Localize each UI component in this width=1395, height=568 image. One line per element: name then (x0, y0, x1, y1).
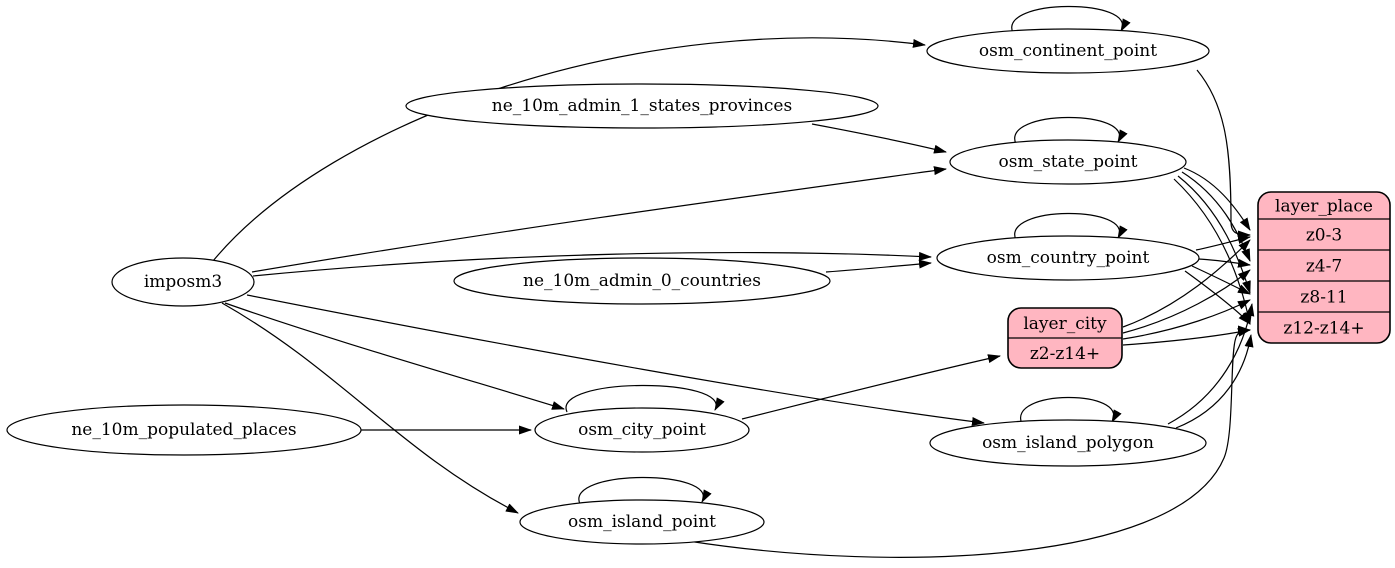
node-label-osm_state_point: osm_state_point (999, 152, 1138, 172)
node-shape-osm_island_point (519, 499, 765, 545)
node-label-ne_10m_populated_places: ne_10m_populated_places (71, 420, 296, 440)
edge-osm_country_point-to-layer_place:z0-3 (1195, 235, 1251, 251)
edge-osm_country_point-to-layer_place:z12-z14+ (1184, 270, 1251, 325)
node-shape-ne_10m_admin_0_countries (453, 257, 831, 305)
edge-osm_country_point-to-layer_place:z8-11 (1191, 265, 1251, 295)
edge-imposm3-to-osm_city_point (224, 302, 565, 410)
node-osm_island_point: osm_island_point (519, 499, 765, 545)
edge-osm_city_point-to-layer_city:z2-z14+ (741, 354, 1001, 420)
edge-imposm3-to-osm_state_point (251, 166, 947, 273)
node-shape-osm_country_point (936, 235, 1200, 281)
node-label-osm_continent_point: osm_continent_point (979, 41, 1157, 61)
node-osm_country_point: osm_country_point (936, 235, 1200, 281)
record-row-layer_place-z12-z14+: z12-z14+ (1283, 319, 1364, 339)
edge-layer_city:z2-z14+-to-layer_place:z8-11 (1122, 299, 1251, 340)
self-loop-osm_continent_point (1011, 5, 1131, 34)
self-loop-osm_island_point (578, 476, 712, 505)
edge-ne_10m_admin_0_countries-to-osm_country_point (825, 259, 932, 273)
edge-imposm3-to-osm_island_point (221, 302, 519, 514)
node-shape-osm_city_point (534, 407, 750, 453)
node-label-osm_country_point: osm_country_point (987, 248, 1150, 268)
edge-osm_island_polygon-to-layer_place:z12-z14+ (1175, 334, 1254, 429)
record-layer_place: layer_place z0-3 z4-7 z8-11 z12-z14+ (1257, 191, 1391, 344)
node-imposm3: imposm3 (111, 257, 255, 307)
node-label-osm_city_point: osm_city_point (578, 420, 706, 440)
edge-imposm3-to-osm_continent_point (212, 37, 926, 262)
node-osm_city_point: osm_city_point (534, 407, 750, 453)
node-label-ne_10m_admin_1_states_provinces: ne_10m_admin_1_states_provinces (492, 96, 792, 116)
node-label-osm_island_point: osm_island_point (568, 512, 716, 532)
edge-imposm3-to-osm_island_polygon (246, 294, 985, 426)
edge-ne_10m_admin_1_states_provinces-to-osm_state_point (811, 123, 947, 154)
record-layer_city: layer_city z2-z14+ (1007, 307, 1123, 369)
node-shape-ne_10m_admin_1_states_provinces (405, 83, 879, 129)
node-shape-ne_10m_populated_places (6, 404, 362, 456)
node-osm_continent_point: osm_continent_point (926, 28, 1210, 74)
edge-osm_island_point-to-layer_place:z12-z14+ (687, 325, 1251, 558)
node-ne_10m_admin_1_states_provinces: ne_10m_admin_1_states_provinces (405, 83, 879, 129)
record-row-layer_city-z2-z14+: z2-z14+ (1030, 344, 1100, 364)
edge-osm_state_point-to-layer_place:z0-3 (1183, 167, 1251, 231)
node-label-imposm3: imposm3 (144, 272, 222, 292)
edge-imposm3-to-osm_country_point (252, 251, 932, 277)
node-label-ne_10m_admin_0_countries: ne_10m_admin_0_countries (523, 271, 761, 291)
node-osm_state_point: osm_state_point (949, 139, 1187, 185)
record-shape-layer_place (1257, 191, 1391, 344)
node-ne_10m_populated_places: ne_10m_populated_places (6, 404, 362, 456)
node-shape-osm_continent_point (926, 28, 1210, 74)
record-row-layer_place-z0-3: z0-3 (1306, 226, 1342, 246)
node-ne_10m_admin_0_countries: ne_10m_admin_0_countries (453, 257, 831, 305)
record-row-layer_place-z4-7: z4-7 (1306, 257, 1342, 277)
record-row-layer_place-z8-11: z8-11 (1300, 288, 1347, 308)
record-title-layer_place: layer_place (1275, 197, 1373, 217)
nodes-layer: imposm3 ne_10m_admin_1_states_provincesne… (6, 28, 1210, 545)
edge-osm_country_point-to-layer_place:z4-7 (1197, 258, 1251, 268)
node-label-osm_island_polygon: osm_island_polygon (982, 433, 1154, 453)
record-title-layer_city: layer_city (1023, 314, 1107, 334)
self-loop-osm_country_point (1014, 212, 1128, 241)
edge-osm_island_polygon-to-layer_place:z8-11 (1167, 303, 1255, 425)
node-osm_island_polygon: osm_island_polygon (929, 419, 1207, 467)
self-loop-osm_state_point (1014, 116, 1128, 145)
edge-osm_continent_point-to-layer_place:z0-3 (1196, 69, 1251, 240)
edge-layer_city:z2-z14+-to-layer_place:z12-z14+ (1122, 327, 1251, 346)
edge-layer_city:z2-z14+-to-layer_place:z4-7 (1122, 269, 1251, 334)
edge-osm_state_point-to-layer_place:z4-7 (1181, 171, 1251, 262)
edge-osm_state_point-to-layer_place:z8-11 (1177, 175, 1251, 294)
edge-layer_city:z2-z14+-to-layer_place:z0-3 (1122, 239, 1251, 328)
self-loop-osm_city_point (565, 384, 725, 413)
node-shape-osm_state_point (949, 139, 1187, 185)
node-shape-imposm3 (111, 257, 255, 307)
self-loop-osm_island_polygon (1019, 396, 1122, 425)
records-layer: layer_place z0-3 z4-7 z8-11 z12-z14+ layer_ci… (1007, 191, 1391, 369)
node-shape-osm_island_polygon (929, 419, 1207, 467)
edges-layer (212, 5, 1255, 558)
